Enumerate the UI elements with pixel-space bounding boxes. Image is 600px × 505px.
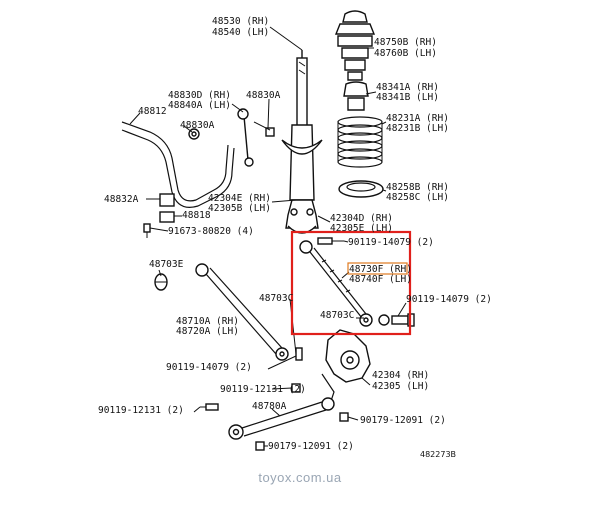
label-48341a: 48341A (RH) [376, 82, 439, 93]
bolt-90119-mid [295, 347, 303, 361]
label-48750b: 48750B (RH) [374, 37, 437, 48]
shock-absorber [281, 50, 323, 234]
label-90119-14079-c: 90119-14079 (2) [166, 362, 252, 373]
label-48812: 48812 [138, 106, 167, 117]
label-48710a: 48710A (RH) [176, 316, 239, 327]
trailing-arm-48780a [228, 397, 335, 440]
bump-stop [334, 10, 376, 81]
rear-axle-carrier [321, 329, 371, 405]
label-48830d: 48830D (RH) [168, 90, 231, 101]
highlight-label-box [347, 262, 408, 275]
label-90119-14079-a: 90119-14079 (2) [348, 237, 434, 248]
label-48703c-low: 48703C [320, 310, 354, 321]
label-42304d: 42304D (RH) [330, 213, 393, 224]
spring-seat [338, 180, 384, 198]
label-48760b: 48760B (LH) [374, 48, 437, 59]
label-90179-12091-b: 90179-12091 (2) [268, 441, 354, 452]
label-42305: 42305 (LH) [372, 381, 429, 392]
label-42304e: 42304E (RH) [208, 193, 271, 204]
nut-90179-b [255, 441, 265, 451]
label-48740f: 48740F (LH) [349, 274, 412, 285]
nut-90179-a [339, 412, 349, 422]
label-48830a-mid: 48830A [180, 120, 215, 131]
label-48703c-mid: 48703C [259, 293, 293, 304]
callout-labels: 48530 (RH) 48540 (LH) 48750B (RH) 48760B… [98, 16, 492, 459]
label-42305e: 42305E (LH) [330, 223, 393, 234]
label-48341b: 48341B (LH) [376, 92, 439, 103]
label-48818: 48818 [182, 210, 211, 221]
lower-arm-48730f [299, 240, 373, 327]
bolt-90119-12131-b [200, 403, 219, 411]
label-48703e: 48703E [149, 259, 184, 270]
spring-insulator [343, 81, 369, 111]
label-90179-12091-a: 90179-12091 (2) [360, 415, 446, 426]
label-48720a: 48720A (LH) [176, 326, 239, 337]
label-90119-12131-b: 90119-12131 (2) [98, 405, 184, 416]
watermark: toyox.com.ua [258, 470, 342, 485]
label-42304: 42304 (RH) [372, 370, 429, 381]
bolt-91673 [143, 223, 151, 238]
stabilizer-link [237, 108, 275, 167]
label-48840a: 48840A (LH) [168, 100, 231, 111]
label-48258b: 48258B (RH) [386, 182, 449, 193]
bushing-48703e [154, 273, 168, 291]
label-48231b: 48231B (LH) [386, 123, 449, 134]
label-48780a: 48780A [252, 401, 287, 412]
label-48258c: 48258C (LH) [386, 192, 449, 203]
label-48730f: 48730F (RH) [349, 264, 412, 275]
bolt-90119-right [378, 313, 415, 327]
label-48530: 48530 (RH) [212, 16, 269, 27]
label-48830a-top: 48830A [246, 90, 281, 101]
label-48540: 48540 (LH) [212, 27, 269, 38]
label-42305b: 42305B (LH) [208, 203, 271, 214]
label-91673-80820: 91673-80820 (4) [168, 226, 254, 237]
diagram-code: 482273B [420, 450, 456, 459]
label-90119-12131-a: 90119-12131 (2) [220, 384, 306, 395]
highlight-box [290, 230, 412, 336]
label-48832a: 48832A [104, 194, 139, 205]
bolt-90119-top [317, 237, 344, 245]
label-90119-14079-b: 90119-14079 (2) [406, 294, 492, 305]
lower-arm-48710a [195, 263, 289, 361]
coil-spring [337, 116, 383, 168]
label-48231a: 48231A (RH) [386, 113, 449, 124]
